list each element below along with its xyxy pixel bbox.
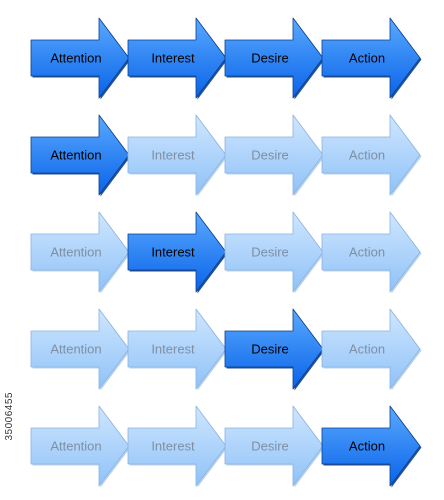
arrow-action: Action xyxy=(321,405,422,488)
arrow-row-4: Attention Interest Desire Action xyxy=(30,308,422,391)
arrow-label-action: Action xyxy=(349,342,385,357)
arrow-label-desire: Desire xyxy=(251,245,289,260)
arrow-desire: Desire xyxy=(224,211,325,294)
arrow-shape xyxy=(321,17,421,99)
arrow-shape xyxy=(127,17,227,99)
arrow-shape xyxy=(127,308,227,390)
arrow-label-attention: Attention xyxy=(50,148,101,163)
arrow-desire: Desire xyxy=(224,308,325,391)
arrow-row-3: Attention Interest Desire Action xyxy=(30,211,422,294)
arrow-attention: Attention xyxy=(30,17,131,100)
arrow-shape xyxy=(127,405,227,487)
arrow-interest: Interest xyxy=(127,211,228,294)
arrow-label-attention: Attention xyxy=(50,51,101,66)
arrow-label-action: Action xyxy=(349,245,385,260)
arrow-action: Action xyxy=(321,17,422,100)
arrow-label-desire: Desire xyxy=(251,342,289,357)
arrow-action: Action xyxy=(321,211,422,294)
arrow-shape xyxy=(30,17,130,99)
arrow-label-interest: Interest xyxy=(151,342,195,357)
arrow-label-action: Action xyxy=(349,439,385,454)
arrow-shape xyxy=(30,114,130,196)
arrow-label-desire: Desire xyxy=(251,439,289,454)
arrow-attention: Attention xyxy=(30,114,131,197)
arrow-interest: Interest xyxy=(127,17,228,100)
arrow-label-interest: Interest xyxy=(151,51,195,66)
arrow-attention: Attention xyxy=(30,308,131,391)
arrow-label-interest: Interest xyxy=(151,245,195,260)
arrow-shape xyxy=(321,308,421,390)
arrow-shape xyxy=(321,114,421,196)
arrow-label-action: Action xyxy=(349,51,385,66)
arrow-label-attention: Attention xyxy=(50,342,101,357)
arrow-shape xyxy=(30,405,130,487)
arrow-shape xyxy=(30,211,130,293)
arrow-shape xyxy=(127,114,227,196)
arrow-row-5: Attention Interest Desire Action xyxy=(30,405,422,488)
arrow-attention: Attention xyxy=(30,211,131,294)
arrow-shape xyxy=(224,114,324,196)
arrow-attention: Attention xyxy=(30,405,131,488)
arrow-desire: Desire xyxy=(224,114,325,197)
arrow-action: Action xyxy=(321,308,422,391)
arrow-shape xyxy=(30,308,130,390)
arrow-label-interest: Interest xyxy=(151,148,195,163)
arrow-desire: Desire xyxy=(224,17,325,100)
arrow-shape xyxy=(127,211,227,293)
arrow-desire: Desire xyxy=(224,405,325,488)
arrow-shape xyxy=(224,211,324,293)
arrow-shape xyxy=(321,405,421,487)
arrow-shape xyxy=(224,405,324,487)
arrow-shape xyxy=(224,17,324,99)
arrow-action: Action xyxy=(321,114,422,197)
arrow-label-action: Action xyxy=(349,148,385,163)
arrow-row-1: Attention Interest Desire Action xyxy=(30,17,422,100)
stock-image-id: 35006455 xyxy=(4,392,15,441)
arrow-label-desire: Desire xyxy=(251,148,289,163)
arrow-row-2: Attention Interest Desire Action xyxy=(30,114,422,197)
arrow-interest: Interest xyxy=(127,114,228,197)
arrow-label-attention: Attention xyxy=(50,245,101,260)
arrow-interest: Interest xyxy=(127,405,228,488)
arrow-shape xyxy=(224,308,324,390)
arrow-label-desire: Desire xyxy=(251,51,289,66)
arrow-label-attention: Attention xyxy=(50,439,101,454)
arrow-shape xyxy=(321,211,421,293)
arrow-label-interest: Interest xyxy=(151,439,195,454)
arrow-interest: Interest xyxy=(127,308,228,391)
